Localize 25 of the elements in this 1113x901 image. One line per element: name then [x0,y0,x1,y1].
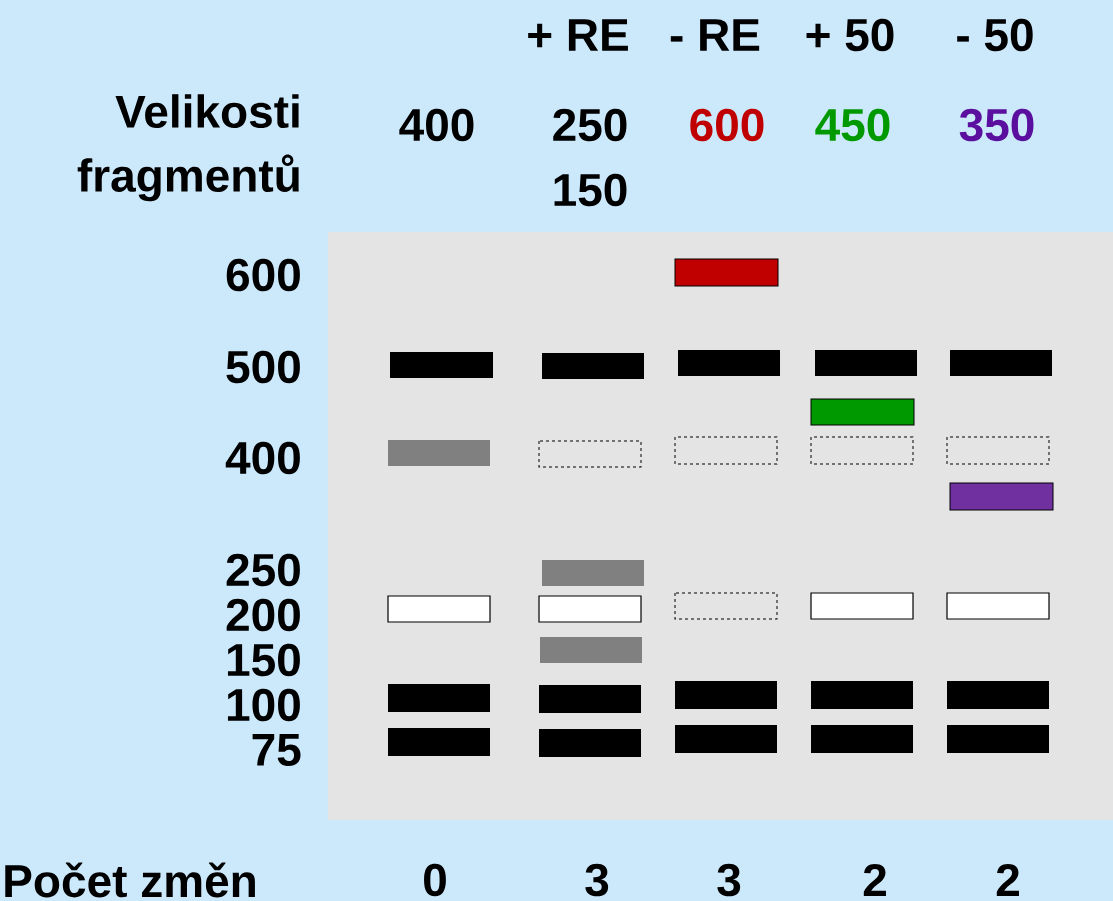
lane-heading: + 50 [806,18,894,52]
fragment-size: 250 [553,108,627,142]
change-count: 2 [996,863,1019,897]
fragment-size: 600 [690,108,764,142]
fragment-size: 450 [815,108,890,142]
fragment-size: 150 [554,173,627,207]
change-count: 3 [585,863,609,897]
fragment-size: 400 [399,108,474,142]
marker-size: 400 [225,441,300,475]
marker-size: 75 [252,733,301,767]
row-heading: Počet změn [5,862,255,898]
lane-heading: + RE [528,19,628,51]
change-count: 3 [717,863,741,897]
marker-size: 600 [226,258,300,292]
marker-size: 150 [227,643,300,677]
change-count: 2 [863,863,886,897]
marker-size: 500 [226,350,300,384]
marker-size: 100 [227,688,300,722]
lane-heading: - 50 [957,18,1033,52]
change-count: 0 [424,863,446,897]
lane-heading: - RE [670,19,760,51]
marker-size: 200 [226,598,300,632]
row-heading: Velikosti fragmentů [77,94,299,202]
marker-size: 250 [226,553,300,587]
fragment-size: 350 [959,108,1034,142]
